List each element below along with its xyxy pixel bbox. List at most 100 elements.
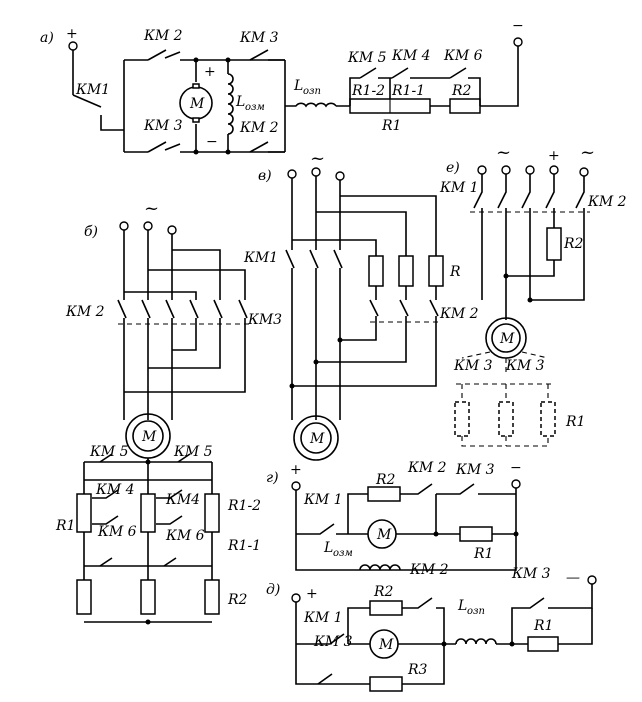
panel-b-wire-2 (124, 249, 246, 300)
panel-e-km1: КМ 1 (439, 180, 479, 196)
panel-a-km3-top: КМ 3 (239, 30, 279, 46)
panel-e-resistor-3 (498, 401, 514, 437)
panel-b-motor-inner (132, 420, 164, 452)
panel-d-terminal-2 (587, 575, 597, 585)
panel-v-wire-5 (291, 268, 341, 420)
panel-v-wire-2 (292, 195, 437, 250)
panel-d-wire-6 (511, 584, 593, 644)
panel-a-series-winding (285, 102, 350, 108)
panel-v-resistor-2 (398, 255, 414, 287)
panel-v-node-3 (289, 383, 295, 389)
panel-b-km4-right: КМ4 (165, 492, 200, 508)
panel-e-r1: R1 (565, 414, 585, 430)
panel-b-wire-8 (92, 515, 183, 525)
panel-b-r1-2: R1-2 (227, 498, 261, 514)
panel-d-wire-5 (455, 638, 528, 645)
panel-b-wire-3 (123, 318, 246, 420)
panel-d-plus: + (306, 586, 318, 602)
panel-b-motor-label: М (141, 429, 157, 445)
panel-e-ac1: ~ (496, 142, 511, 163)
panel-d-series-l: L (457, 598, 467, 614)
panel-e-ac2: ~ (580, 142, 595, 163)
panel-e-km3-left: КМ 3 (453, 358, 493, 374)
panel-g-r2: R2 (375, 472, 396, 488)
panel-d-series-sub: озп (467, 606, 485, 617)
panel-v-terminal-2 (311, 167, 321, 177)
panel-a-minus: − (512, 18, 524, 34)
panel-g-km2-bottom: КМ 2 (409, 562, 449, 578)
panel-g-km2-top: КМ 2 (407, 460, 447, 476)
panel-e-node-1 (503, 273, 509, 279)
panel-b-ac: ~ (144, 198, 159, 219)
panel-a-km4: КМ 4 (391, 48, 431, 64)
panel-b-wire-5 (99, 453, 191, 463)
panel-g-resistor-1 (367, 486, 401, 502)
panel-b-resistor-2 (140, 493, 156, 533)
panel-a-motor-brush-bottom (192, 117, 200, 123)
panel-a-pol-minus: − (206, 134, 218, 150)
panel-e-wire-2 (481, 208, 585, 320)
panel-g-node-2 (513, 531, 519, 537)
panel-e-motor-label: М (499, 331, 515, 347)
panel-e-dash-3 (456, 383, 552, 402)
panel-b-wire-1 (123, 230, 173, 300)
panel-g-km1: КМ 1 (303, 492, 343, 508)
panel-g-wire-2 (296, 493, 368, 535)
panel-v-terminal-1 (287, 169, 297, 179)
panel-e-terminal-1 (477, 165, 487, 175)
panel-e-r2: R2 (563, 236, 584, 252)
panel-e-terminal-4 (549, 165, 559, 175)
panel-a-km1: КМ1 (75, 82, 110, 98)
panel-e-resistor-2 (454, 401, 470, 437)
panel-b-r1-1: R1-1 (227, 538, 261, 554)
panel-d-wire-8 (317, 673, 333, 685)
panel-g-id: г) (266, 470, 279, 486)
panel-d-wire-2 (296, 607, 370, 645)
panel-v-r: R (449, 264, 461, 280)
panel-b-contact-row (117, 299, 248, 319)
panel-b-wire-10 (99, 557, 177, 567)
panel-g-field-sub: озм (333, 548, 353, 559)
panel-a-km5: КМ 5 (347, 50, 387, 66)
panel-d-km1: КМ 1 (303, 610, 343, 626)
panel-a-field-winding (227, 60, 234, 152)
panel-a: а) + КМ1 КМ 2 КМ 3 КМ 3 КМ 2 М + − L озм… (40, 18, 524, 155)
panel-a-r1: R1 (381, 118, 401, 134)
panel-a-km2-bottom-contact (249, 141, 285, 153)
panel-d-motor-label: М (378, 637, 394, 653)
panel-g-minus: − (510, 460, 522, 476)
panel-e-resistor-4 (540, 401, 556, 437)
panel-g-field-l: L (323, 540, 333, 556)
panel-b-resistor-5 (140, 579, 156, 615)
panel-v-wire-1 (291, 176, 341, 250)
panel-e-terminal-5 (579, 167, 589, 177)
panel-a-minus-terminal (513, 37, 523, 47)
panel-g-node-1 (433, 531, 439, 537)
panel-g-wire-3 (400, 483, 516, 495)
panel-a-resistor-r2 (449, 98, 481, 114)
panel-d-wire-3 (402, 597, 445, 644)
panel-b-node-1 (145, 459, 151, 465)
panel-e-dash-4 (461, 436, 549, 447)
panel-b-wire-7 (92, 489, 183, 499)
panel-v-km2: КМ 2 (439, 306, 479, 322)
panel-v-motor-inner (300, 422, 332, 454)
panel-a-series-l: L (293, 78, 303, 94)
panel-v-wire-4 (285, 249, 343, 269)
panel-b-km4-left: КМ 4 (95, 482, 135, 498)
panel-e-dash-2 (461, 351, 549, 372)
panel-v-node-2 (313, 359, 319, 365)
panel-b-terminal-1 (119, 221, 129, 231)
panel-b-km6-right: КМ 6 (165, 528, 205, 544)
panel-d-wire-7 (558, 608, 593, 645)
panel-a-node-2 (225, 149, 231, 155)
panel-b-terminal-3 (167, 225, 177, 235)
panel-d-node-1 (441, 641, 447, 647)
panel-a-series-sub: озп (303, 86, 321, 97)
panel-g-terminal-1 (291, 481, 301, 491)
panel-e-id: е) (446, 160, 460, 176)
panel-b-r2: R2 (227, 592, 248, 608)
panel-b-r1: R1 (55, 518, 75, 534)
panel-a-plus: + (66, 26, 78, 42)
